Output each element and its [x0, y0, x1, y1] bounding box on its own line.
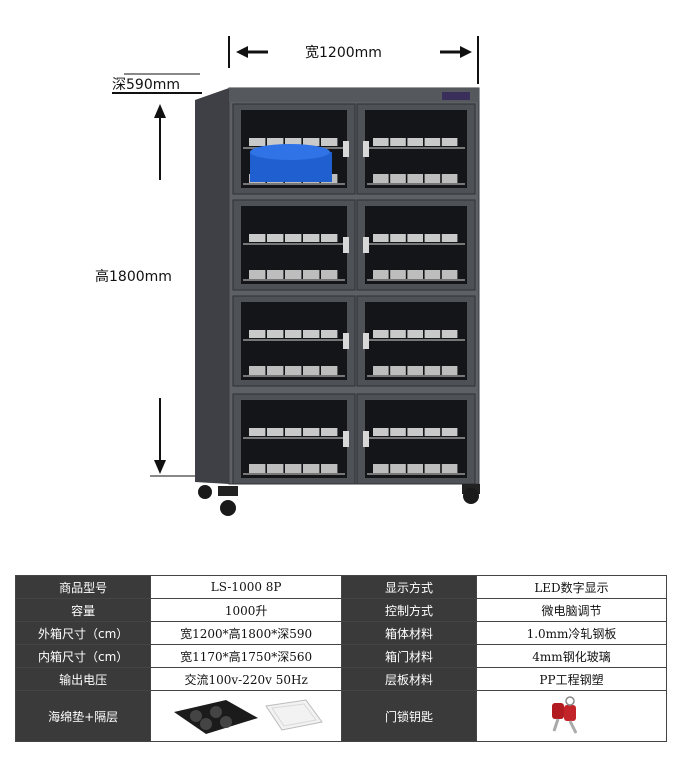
spec-value: 1.0mm冷轧钢板	[476, 621, 667, 645]
spec-key: 容量	[14, 598, 152, 622]
spec-value: 4mm钢化玻璃	[476, 644, 667, 668]
cabinet-door	[232, 199, 356, 291]
door-handle-icon	[363, 333, 369, 349]
door-handle-icon	[343, 333, 349, 349]
door-handle-icon	[363, 237, 369, 253]
spec-value: 交流100v-220v 50Hz	[150, 667, 342, 691]
door-handle-icon	[363, 431, 369, 447]
spec-key: 内箱尺寸（cm）	[14, 644, 152, 668]
spec-value: 宽1200*高1800*深590	[150, 621, 342, 645]
spec-key: 箱门材料	[340, 644, 478, 668]
height-arrow-down	[154, 398, 166, 474]
caster-right-front	[462, 484, 480, 504]
height-label: 高1800mm	[95, 269, 172, 285]
sponge-tray-image	[174, 698, 323, 734]
door-handle-icon	[343, 141, 349, 157]
spec-key: 箱体材料	[340, 621, 478, 645]
spec-value: 微电脑调节	[476, 598, 667, 622]
door-handle-icon	[343, 237, 349, 253]
spec-key: 外箱尺寸（cm）	[14, 621, 152, 645]
door-handle-icon	[363, 141, 369, 157]
spec-value	[476, 690, 667, 742]
cabinet-door	[356, 103, 476, 195]
spec-value: 宽1170*高1750*深560	[150, 644, 342, 668]
width-arrow-right	[440, 46, 472, 58]
height-arrow-up	[154, 104, 166, 180]
width-arrow-left	[236, 46, 268, 58]
spec-value	[150, 690, 342, 742]
depth-label: 深590mm	[112, 77, 180, 93]
spec-key: 商品型号	[14, 575, 152, 599]
spec-value: LED数字显示	[476, 575, 667, 599]
caster-left-back	[198, 485, 212, 499]
cabinet-illustration	[112, 36, 480, 516]
cabinet-door	[356, 393, 476, 485]
spec-key: 输出电压	[14, 667, 152, 691]
spec-row: 海绵垫+隔层 门锁钥匙	[14, 690, 667, 742]
key-icon	[551, 695, 577, 734]
cabinet-door	[356, 199, 476, 291]
spec-key: 海绵垫+隔层	[14, 690, 152, 742]
width-label: 宽1200mm	[305, 45, 382, 61]
cabinet-door	[356, 295, 476, 387]
spec-value: 1000升	[150, 598, 342, 622]
door-handle-icon	[343, 431, 349, 447]
spec-key: 门锁钥匙	[340, 690, 478, 742]
spec-value: PP工程钢塑	[476, 667, 667, 691]
cabinet-door	[232, 295, 356, 387]
spec-value: LS-1000 8P	[150, 575, 342, 599]
spec-key: 控制方式	[340, 598, 478, 622]
caster-left-front	[218, 486, 238, 516]
spec-key: 层板材料	[340, 667, 478, 691]
spec-key: 显示方式	[340, 575, 478, 599]
cabinet-door	[232, 393, 356, 485]
